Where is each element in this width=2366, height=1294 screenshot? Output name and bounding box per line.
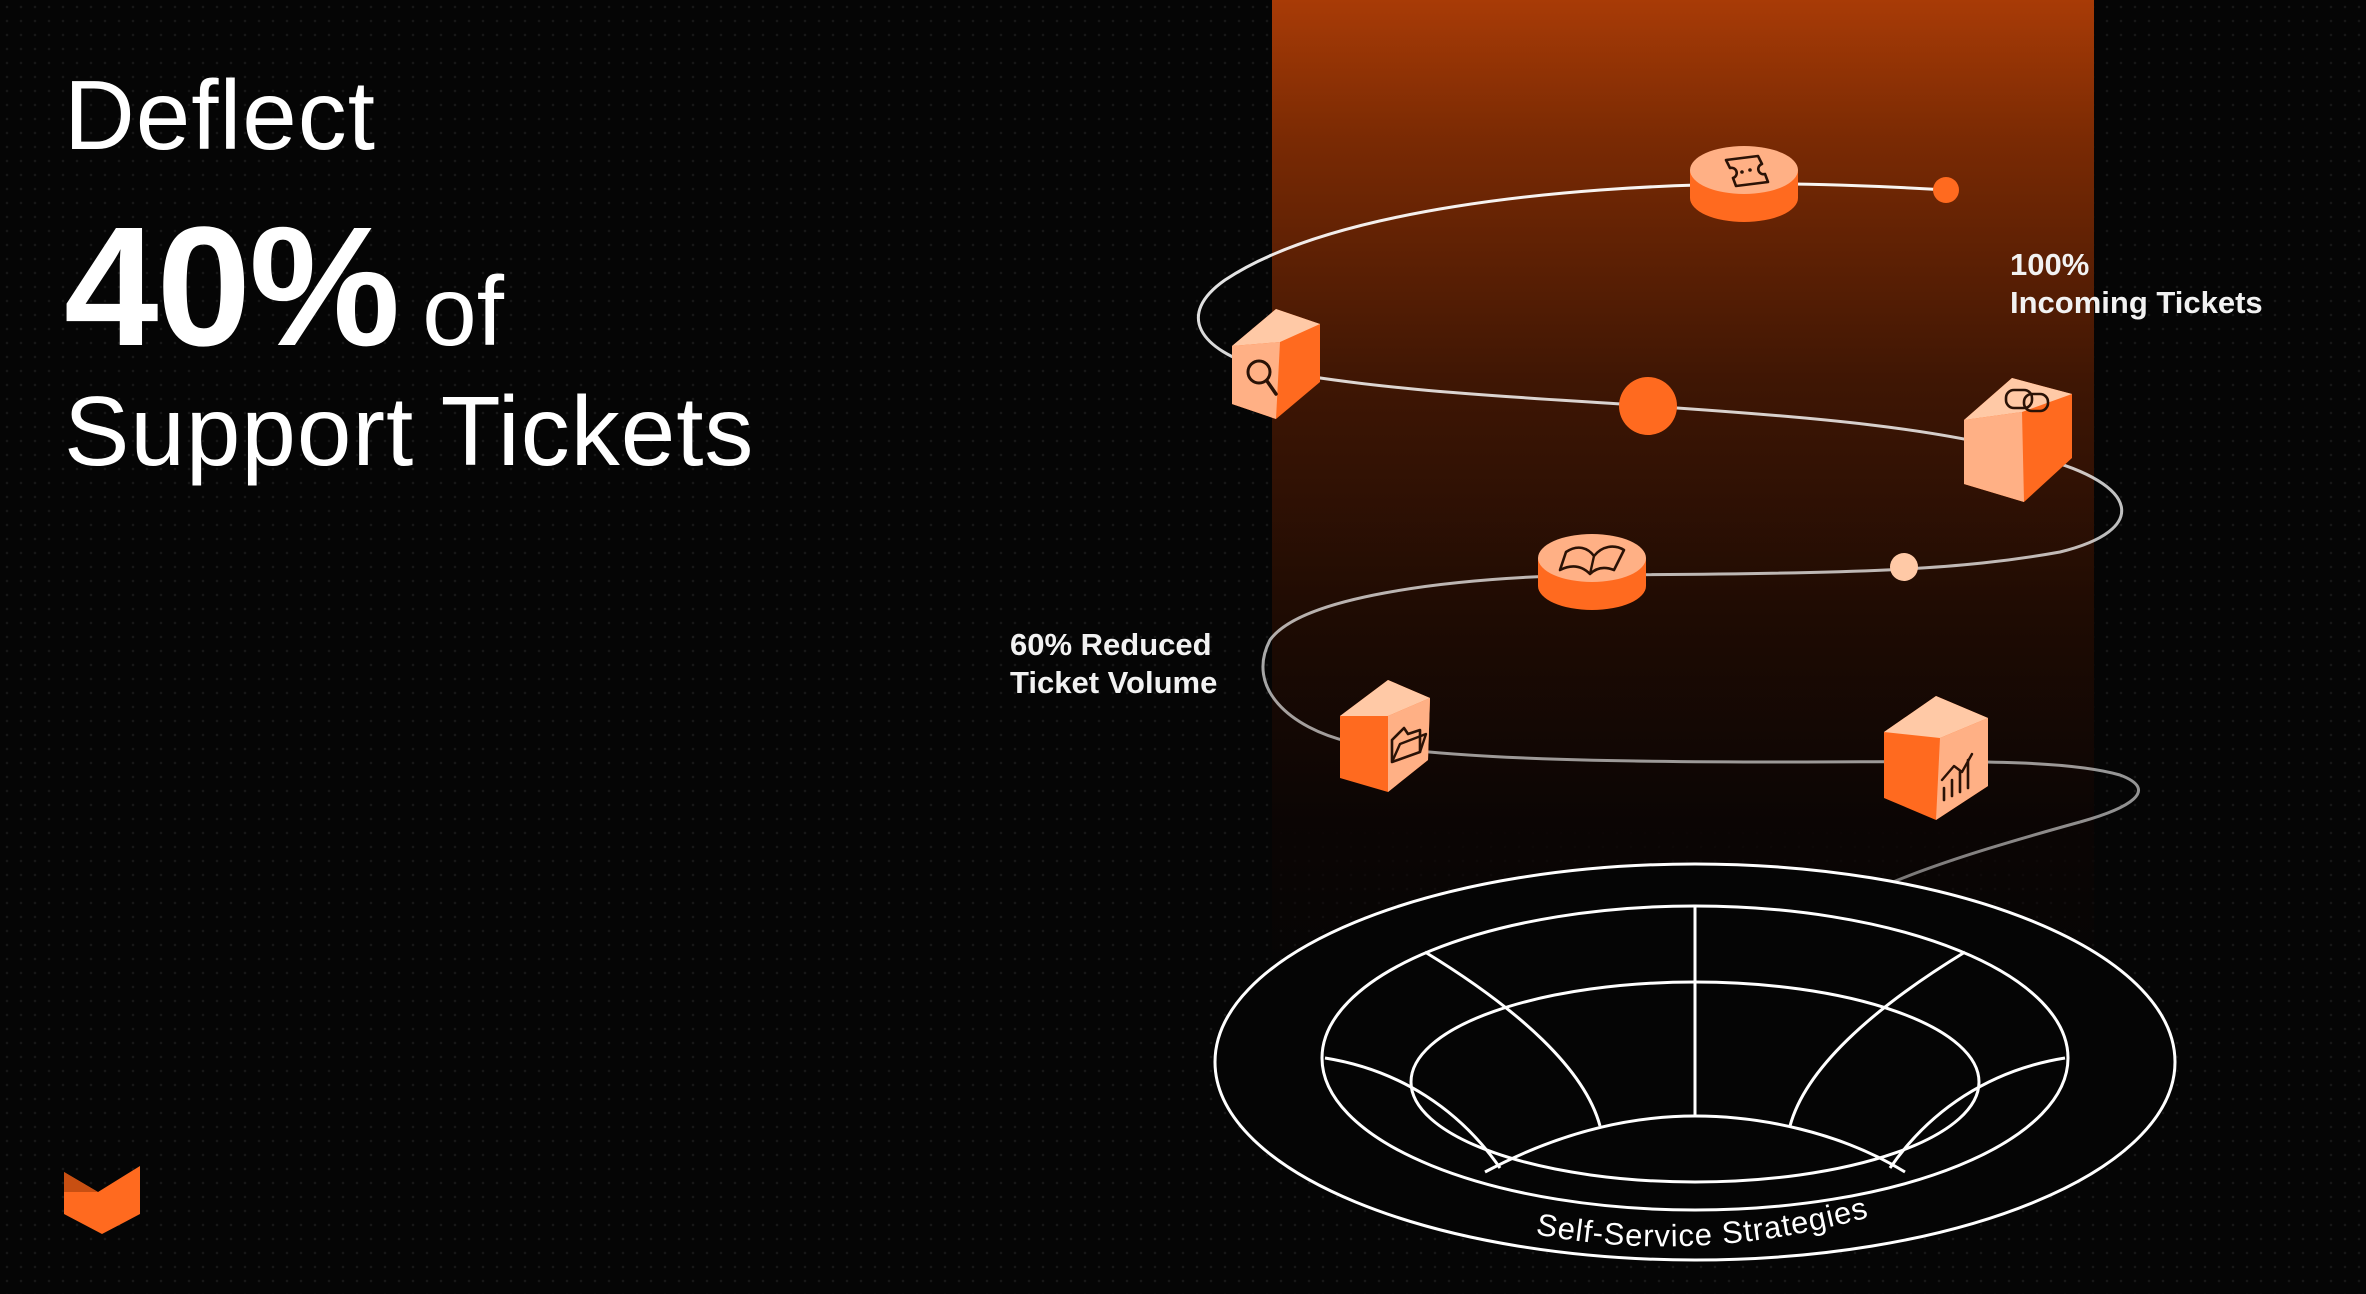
chart-icon xyxy=(1884,696,1988,820)
incoming-tickets-percent: 100% xyxy=(2010,247,2090,282)
brand-logo-icon xyxy=(64,1166,140,1234)
incoming-tickets-label: 100% Incoming Tickets xyxy=(2010,246,2263,322)
chat-bubbles-icon xyxy=(1964,378,2072,502)
flow-dot-small-orange xyxy=(1933,177,1959,203)
flow-dot-large-orange xyxy=(1619,377,1677,435)
ticket-icon xyxy=(1690,146,1798,222)
reduced-volume-label: 60% Reduced Ticket Volume xyxy=(1010,626,1217,702)
self-service-bowl xyxy=(1213,862,2177,1262)
headline: Deflect 40%of Support Tickets xyxy=(64,66,754,483)
search-icon xyxy=(1232,309,1320,419)
reduced-volume-line-1: 60% Reduced xyxy=(1010,627,1212,662)
headline-line-deflect: Deflect xyxy=(64,60,377,170)
reduced-volume-line-2: Ticket Volume xyxy=(1010,665,1218,700)
flow-dot-peach xyxy=(1890,553,1918,581)
headline-line-tickets: Support Tickets xyxy=(64,376,755,486)
spiral-path xyxy=(1196,182,2140,824)
headline-line-percent: 40%of xyxy=(64,202,754,372)
folder-icon xyxy=(1340,680,1430,792)
headline-big-number: 40% xyxy=(64,192,400,382)
open-book-icon xyxy=(1538,534,1646,610)
headline-of: of xyxy=(422,256,504,366)
incoming-tickets-text: Incoming Tickets xyxy=(2010,285,2263,320)
orange-light-beam xyxy=(1272,0,2094,1000)
